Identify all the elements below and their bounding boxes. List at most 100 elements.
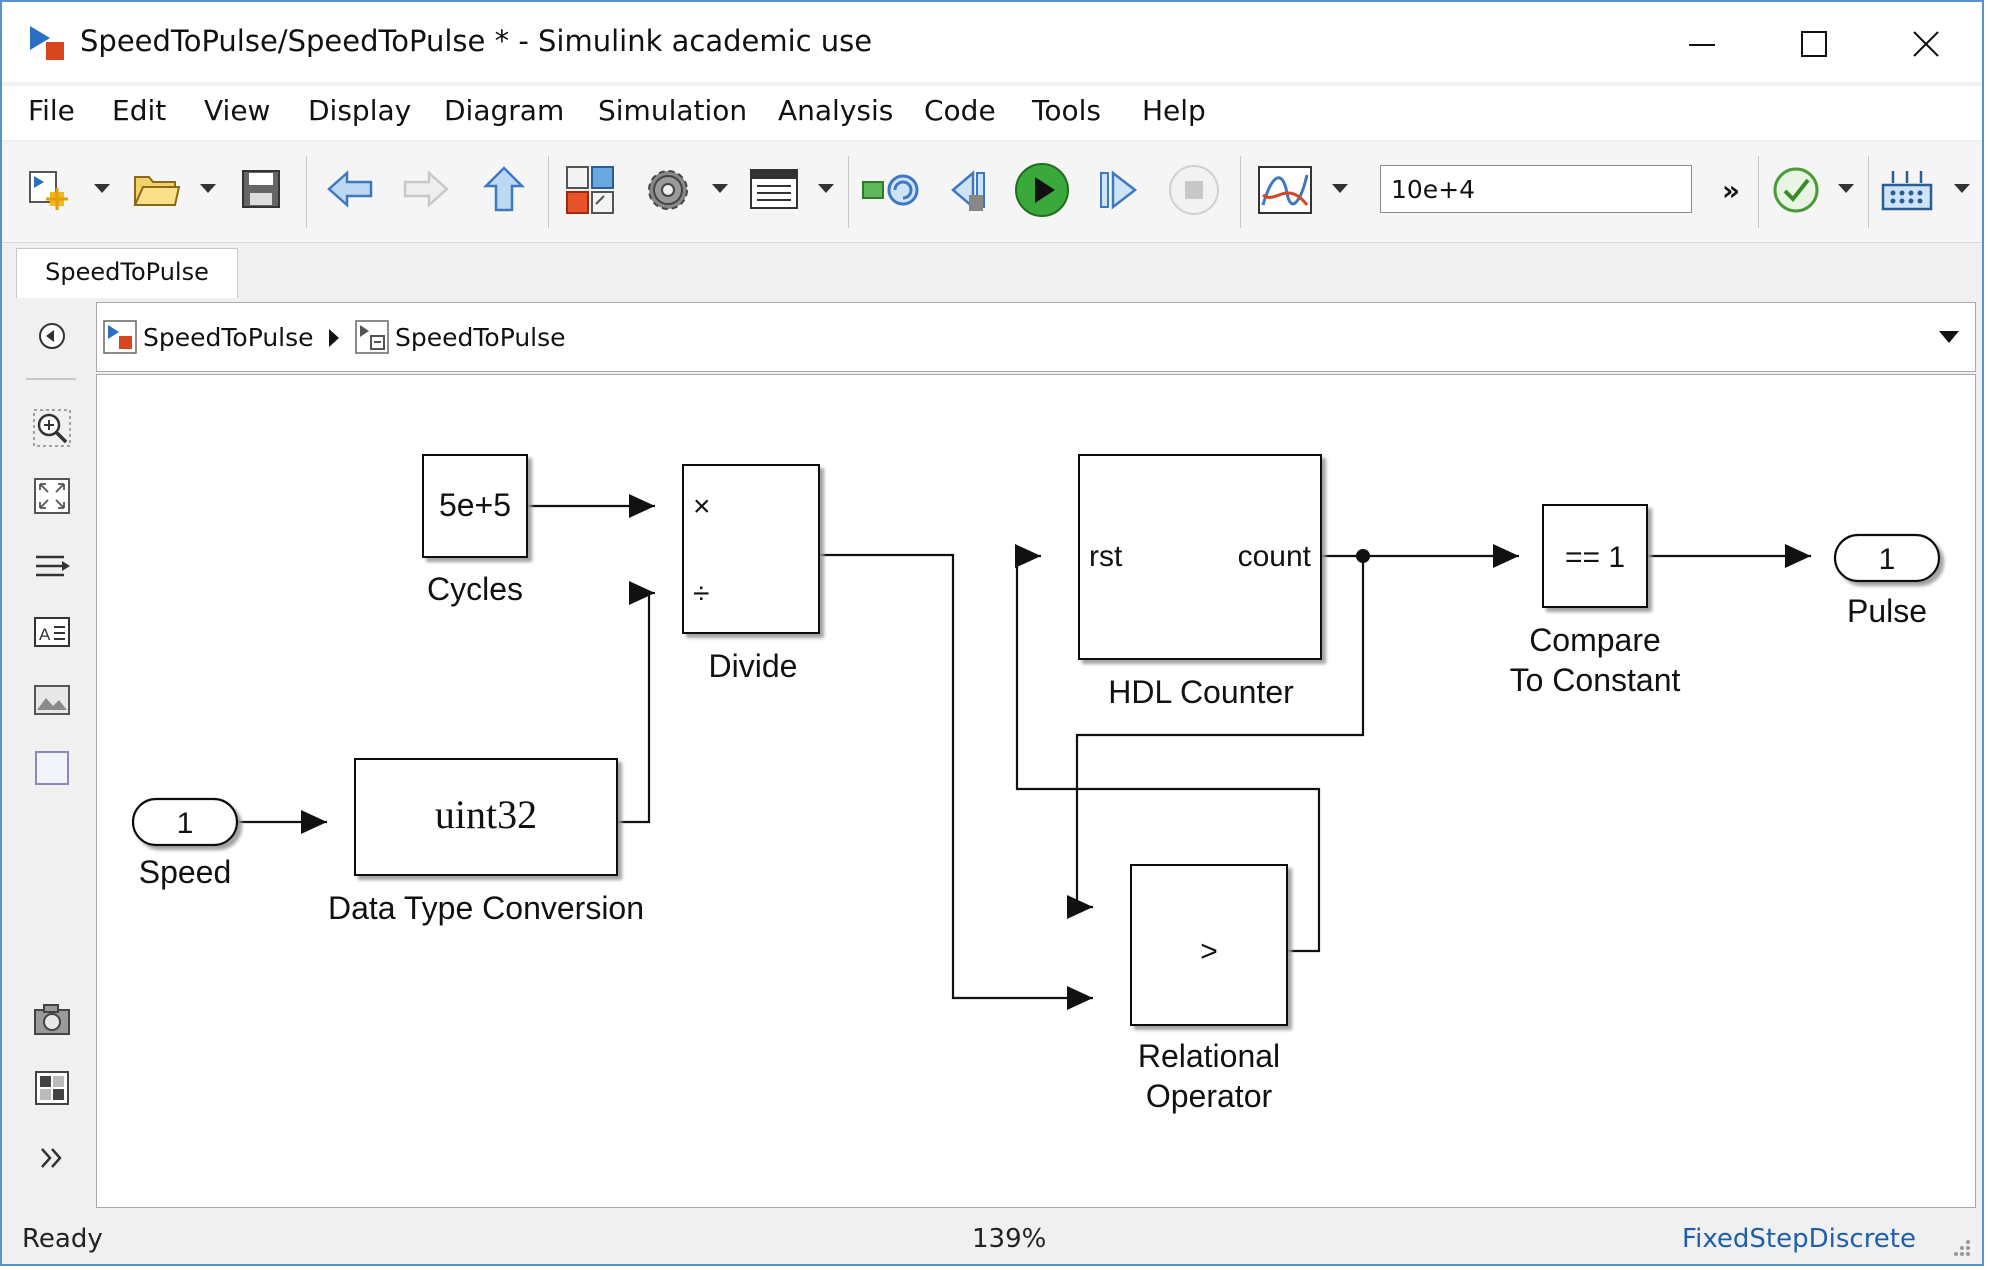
- back-button[interactable]: [322, 164, 378, 214]
- check-button[interactable]: [1768, 162, 1824, 218]
- model-canvas[interactable]: 5e+5 Cycles × ÷ Divide rst count HDL Cou…: [96, 374, 1976, 1208]
- title-bar: SpeedToPulse/SpeedToPulse * - Simulink a…: [2, 2, 1982, 82]
- stop-button[interactable]: [1166, 162, 1222, 218]
- area-button[interactable]: [30, 746, 74, 790]
- data-inspector-button[interactable]: [1256, 162, 1314, 218]
- pulse-name: Pulse: [1847, 593, 1927, 629]
- hdl-counter-name: HDL Counter: [1108, 674, 1294, 710]
- menu-help[interactable]: Help: [1142, 94, 1206, 127]
- toolbar-separator: [1868, 156, 1869, 228]
- hide-show-explorer-button[interactable]: [30, 314, 74, 358]
- hdl-counter-block[interactable]: rst count HDL Counter: [1078, 454, 1322, 710]
- route-lines-button[interactable]: [30, 542, 74, 586]
- image-icon: [34, 685, 70, 715]
- new-dropdown-arrow[interactable]: [94, 184, 110, 193]
- compare-name-line1: Compare: [1529, 622, 1661, 658]
- arrowhead: [1015, 544, 1041, 568]
- tab-speedtopulse[interactable]: SpeedToPulse: [16, 248, 238, 298]
- stop-time-input[interactable]: [1380, 165, 1692, 213]
- divide-sign: ÷: [693, 577, 709, 610]
- speed-port-number: 1: [177, 807, 194, 840]
- toolbar-separator: [548, 156, 549, 228]
- signal-dtc-to-divide[interactable]: [617, 591, 655, 824]
- hardware-dropdown-arrow[interactable]: [1954, 184, 1970, 193]
- status-bar: Ready 139% FixedStepDiscrete: [2, 1212, 1982, 1264]
- back-arrow-icon: [327, 170, 373, 208]
- new-model-button[interactable]: [22, 164, 72, 214]
- step-back-button[interactable]: [946, 164, 998, 216]
- run-button[interactable]: [1012, 160, 1072, 220]
- minimize-button[interactable]: [1652, 12, 1752, 76]
- up-button[interactable]: [478, 162, 530, 216]
- multiply-sign: ×: [693, 490, 711, 523]
- compare-to-constant-block[interactable]: == 1 Compare To Constant: [1510, 504, 1681, 698]
- up-arrow-icon: [482, 166, 526, 212]
- forward-button[interactable]: [398, 164, 454, 214]
- close-button[interactable]: [1876, 12, 1976, 76]
- open-button[interactable]: [130, 164, 182, 214]
- settings-dropdown-arrow[interactable]: [712, 184, 728, 193]
- library-browser-button[interactable]: [562, 162, 618, 218]
- screenshot-button[interactable]: [30, 998, 74, 1042]
- toolbar-overflow-button[interactable]: »: [1721, 173, 1741, 207]
- breadcrumb-root[interactable]: SpeedToPulse: [103, 317, 314, 357]
- data-inspector-icon: [1258, 166, 1312, 214]
- check-dropdown-arrow[interactable]: [1838, 184, 1854, 193]
- solver-link[interactable]: FixedStepDiscrete: [1682, 1224, 1916, 1254]
- step-forward-button[interactable]: [1092, 164, 1144, 216]
- menu-file[interactable]: File: [28, 94, 75, 127]
- simulink-model-icon: [30, 26, 64, 60]
- menu-code[interactable]: Code: [924, 94, 996, 127]
- menu-tools[interactable]: Tools: [1032, 94, 1101, 127]
- cycles-constant-block[interactable]: 5e+5 Cycles: [422, 454, 528, 607]
- menu-analysis[interactable]: Analysis: [778, 94, 894, 127]
- menu-diagram[interactable]: Diagram: [444, 94, 565, 127]
- arrowhead: [629, 581, 655, 605]
- menu-simulation[interactable]: Simulation: [598, 94, 748, 127]
- signal-divide-to-relop[interactable]: [819, 553, 1093, 1000]
- divide-name: Divide: [709, 648, 798, 684]
- cycles-name: Cycles: [427, 571, 523, 607]
- toolbar-separator: [1758, 156, 1759, 228]
- data-type-conversion-block[interactable]: uint32 Data Type Conversion: [328, 758, 644, 926]
- annotation-button[interactable]: A: [30, 610, 74, 654]
- new-model-icon: [29, 171, 68, 210]
- menu-view[interactable]: View: [204, 94, 271, 127]
- toolbar-separator: [306, 156, 307, 228]
- zoom-in-button[interactable]: [30, 406, 74, 450]
- menu-display[interactable]: Display: [308, 94, 412, 127]
- toolbar: »: [2, 142, 1982, 243]
- update-diagram-button[interactable]: [860, 164, 924, 216]
- check-icon: [1773, 167, 1819, 213]
- breadcrumb-subsystem[interactable]: SpeedToPulse: [355, 317, 566, 357]
- update-diagram-icon: [862, 174, 919, 206]
- status-ready: Ready: [22, 1224, 103, 1254]
- zoom-level[interactable]: 139%: [972, 1224, 1047, 1254]
- speed-inport-block[interactable]: 1 Speed: [131, 797, 239, 890]
- model-settings-button[interactable]: [640, 162, 696, 218]
- palette-divider: [26, 378, 76, 380]
- menu-edit[interactable]: Edit: [112, 94, 167, 127]
- inspector-dropdown-arrow[interactable]: [1332, 184, 1348, 193]
- save-button[interactable]: [236, 164, 286, 214]
- explorer-dropdown-arrow[interactable]: [818, 184, 834, 193]
- pulse-outport-block[interactable]: 1 Pulse: [1833, 533, 1941, 629]
- divide-block[interactable]: × ÷ Divide: [682, 464, 820, 684]
- chevron-down-icon[interactable]: [1937, 329, 1961, 345]
- relational-operator-block[interactable]: > Relational Operator: [1130, 864, 1288, 1114]
- annotation-icon: A: [34, 617, 70, 647]
- arrowhead: [1067, 895, 1093, 919]
- close-icon: [1913, 31, 1939, 57]
- branch-point: [1356, 549, 1370, 563]
- fit-to-view-button[interactable]: [30, 474, 74, 518]
- maximize-button[interactable]: [1764, 12, 1864, 76]
- open-dropdown-arrow[interactable]: [200, 184, 216, 193]
- expand-palette-button[interactable]: [30, 1136, 74, 1180]
- toolbar-separator: [848, 156, 849, 228]
- resize-grip-icon[interactable]: [1950, 1236, 1972, 1258]
- report-icon: [35, 1071, 69, 1105]
- report-button[interactable]: [30, 1066, 74, 1110]
- image-button[interactable]: [30, 678, 74, 722]
- model-explorer-button[interactable]: [746, 162, 802, 218]
- hardware-button[interactable]: [1878, 162, 1936, 218]
